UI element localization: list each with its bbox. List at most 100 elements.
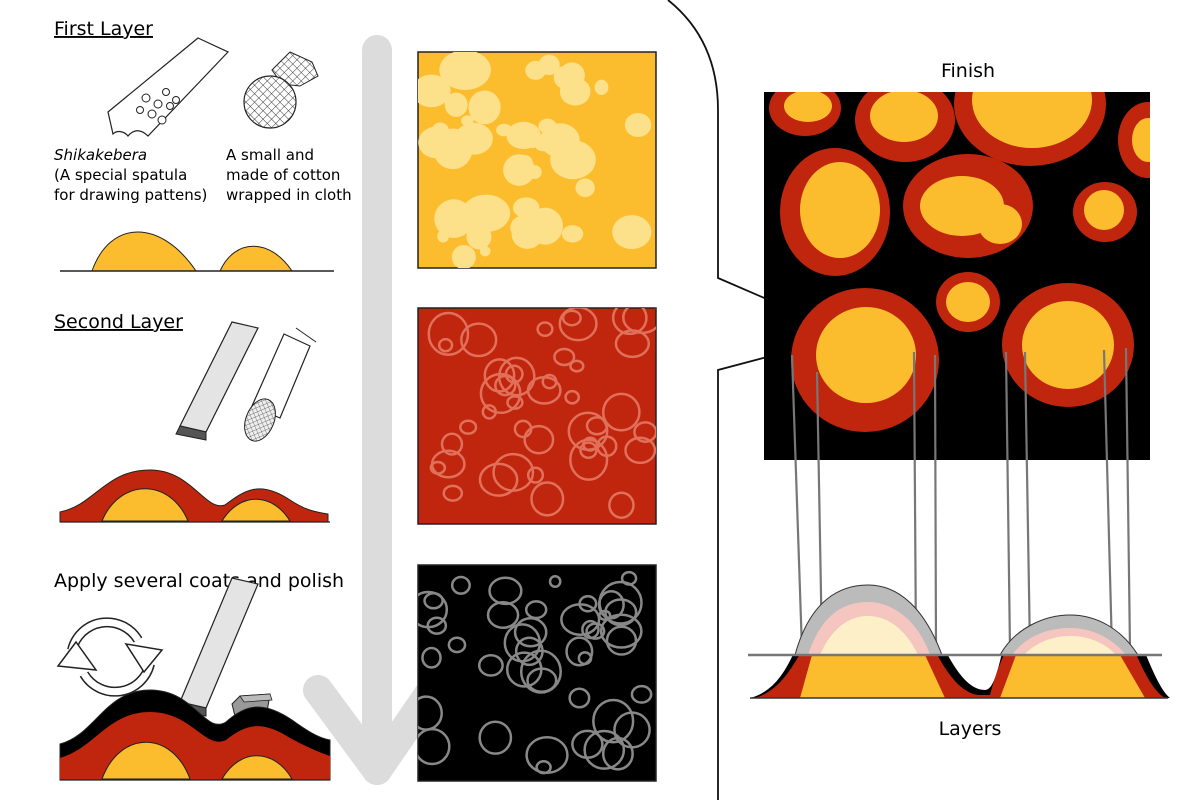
- finish-label: Finish: [941, 60, 995, 82]
- texture-ring: [605, 625, 638, 656]
- texture-spot: [454, 122, 493, 155]
- texture-ring: [459, 419, 478, 435]
- texture-ring: [585, 416, 609, 436]
- texture-spot: [553, 65, 576, 89]
- callout-bubble-outline: [667, 0, 853, 800]
- texture-spot: [594, 79, 609, 95]
- texture-spot: [612, 215, 652, 250]
- texture-spot: [512, 197, 540, 219]
- texture-ring: [630, 684, 653, 704]
- texture-ring: [611, 308, 648, 336]
- second-layer-texture: [417, 307, 657, 525]
- texture-ring: [418, 590, 449, 629]
- texture-ring: [608, 491, 635, 519]
- polished-layer-texture: [417, 564, 657, 782]
- layers-label: Layers: [939, 718, 1002, 740]
- third-step-cross-section: [59, 689, 331, 781]
- texture-ring: [478, 462, 519, 497]
- spatula-icon: [107, 37, 230, 137]
- texture-ring: [486, 601, 520, 630]
- texture-ring: [579, 441, 598, 459]
- texture-spot: [527, 207, 563, 245]
- texture-spot: [550, 140, 596, 180]
- texture-spot: [444, 92, 468, 117]
- texture-ring: [450, 575, 471, 595]
- cycle-arrows-icon: [56, 617, 164, 697]
- texture-ring: [483, 358, 516, 393]
- texture-ring: [571, 729, 604, 759]
- texture-ring: [421, 646, 442, 669]
- projection-lines: [790, 347, 1132, 651]
- texture-ring: [633, 421, 656, 443]
- texture-spot: [457, 61, 470, 74]
- texture-ring: [506, 395, 524, 410]
- texture-spot: [461, 115, 474, 127]
- second-layer-cross-section: [59, 469, 330, 523]
- texture-ring: [614, 329, 651, 359]
- texture-spot: [575, 178, 595, 198]
- second-layer-heading: Second Layer: [54, 311, 183, 333]
- texture-ring: [535, 760, 552, 775]
- texture-ring: [583, 729, 626, 770]
- texture-ring: [478, 720, 513, 755]
- texture-ring: [460, 322, 498, 358]
- texture-ring: [569, 359, 585, 373]
- texture-ring: [447, 636, 467, 654]
- texture-ring: [519, 649, 562, 694]
- texture-spot: [461, 194, 511, 233]
- third-step-heading: Apply several coats and polish: [54, 570, 344, 592]
- texture-ring: [553, 347, 576, 367]
- texture-ring: [513, 617, 548, 648]
- texture-ring: [513, 419, 533, 439]
- texture-ring: [429, 460, 447, 475]
- layers-cross-section: [748, 584, 1170, 699]
- texture-ring: [585, 622, 606, 640]
- first-layer-heading: First Layer: [54, 18, 153, 40]
- texture-spot: [431, 122, 450, 140]
- texture-spot: [434, 199, 474, 238]
- texture-ring: [477, 654, 504, 677]
- tool-2-desc-line3: wrapped in cloth: [226, 186, 352, 204]
- texture-spot: [437, 229, 449, 243]
- finish-surface: [764, 92, 1150, 460]
- texture-ring: [418, 727, 451, 766]
- texture-spot: [624, 112, 652, 137]
- texture-ring: [440, 432, 464, 456]
- texture-ring: [524, 600, 548, 620]
- texture-ring: [526, 376, 562, 405]
- texture-ring: [577, 651, 593, 666]
- texture-ring: [523, 424, 555, 455]
- texture-ring: [598, 580, 643, 625]
- texture-ring: [479, 372, 522, 415]
- texture-spot: [506, 121, 541, 150]
- tool-2-desc-line1: A small and: [226, 146, 314, 164]
- cotton-ball-icon: [243, 51, 319, 129]
- texture-ring: [620, 570, 638, 586]
- whetstone-icon: [175, 321, 259, 441]
- texture-ring: [601, 392, 641, 432]
- texture-spot: [468, 90, 501, 125]
- texture-ring: [526, 466, 545, 484]
- tool-1-desc-line2: for drawing pattens): [54, 186, 207, 204]
- texture-ring: [494, 374, 517, 397]
- texture-ring: [568, 687, 591, 709]
- brush-icon: [244, 327, 317, 442]
- first-layer-cross-section: [60, 231, 334, 272]
- texture-ring: [481, 404, 497, 420]
- tool-1-desc-line1: (A special spatula: [54, 166, 187, 184]
- texture-ring: [558, 308, 598, 342]
- texture-ring: [564, 389, 581, 405]
- texture-ring: [565, 636, 594, 667]
- texture-ring: [592, 698, 635, 744]
- texture-spot: [561, 225, 584, 243]
- texture-ring: [437, 337, 454, 353]
- texture-ring: [624, 436, 656, 465]
- tool-1-name: Shikakebera: [54, 146, 147, 164]
- texture-ring: [536, 321, 554, 338]
- texture-spot: [451, 244, 476, 268]
- texture-ring: [560, 603, 601, 636]
- first-layer-texture: [417, 51, 657, 269]
- texture-ring: [427, 311, 470, 357]
- texture-ring: [561, 309, 582, 327]
